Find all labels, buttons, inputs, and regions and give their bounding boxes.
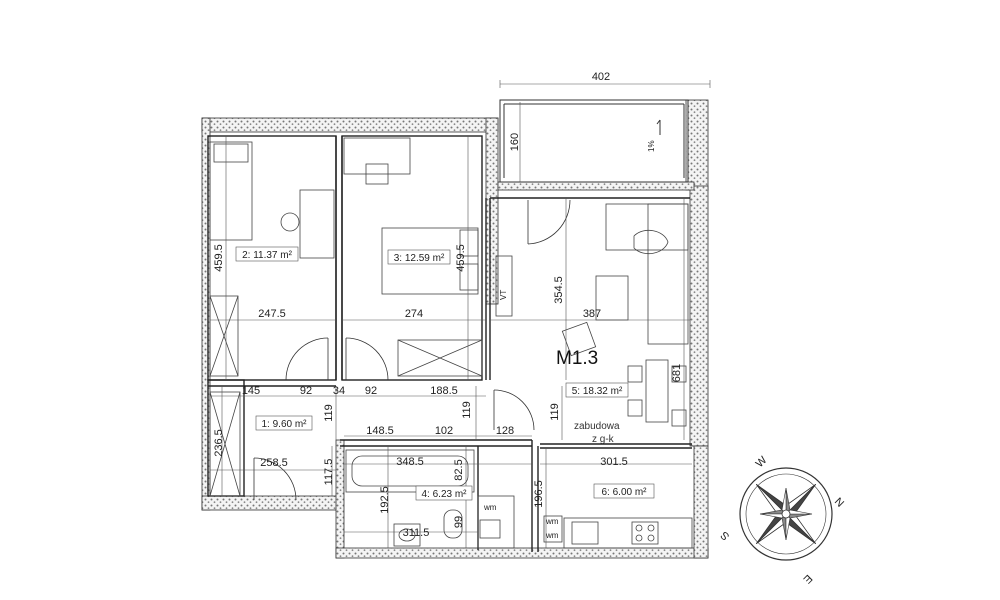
dim-r3-height: 459.5 xyxy=(455,244,467,272)
dim-k-196: 196.5 xyxy=(533,480,545,508)
dimension-lines xyxy=(210,80,711,548)
dim-r3-width: 274 xyxy=(405,308,423,320)
dim-bath-192: 192.5 xyxy=(379,486,391,514)
doors xyxy=(253,199,571,501)
armchair xyxy=(561,321,597,357)
dim-k-301: 301.5 xyxy=(600,456,628,468)
dim-bath-82: 82.5 xyxy=(453,459,465,480)
dim-hall-188: 188.5 xyxy=(430,385,458,397)
dim-r5-depth: 681 xyxy=(671,364,683,382)
compass-s: S xyxy=(718,529,732,543)
dimension-labels: 402 160 459.5 247.5 459.5 274 354.5 387 … xyxy=(213,71,683,539)
kitchen-counter xyxy=(563,517,693,549)
room-1-area: 1: 9.60 m² xyxy=(261,419,307,430)
dim-hall-119b: 119 xyxy=(461,401,473,419)
plan-notes: zabudowa z g-k VT 1% wm wm wm xyxy=(483,140,656,540)
dim-bath-311: 311.5 xyxy=(403,527,430,539)
dim-hall-119c: 119 xyxy=(549,403,561,421)
dim-hall-119a: 119 xyxy=(323,404,335,422)
toilet xyxy=(443,509,463,539)
dim-hall-92b: 92 xyxy=(365,385,377,397)
bathtub xyxy=(345,449,475,493)
dim-r1-height: 236.5 xyxy=(213,429,225,457)
washing-machine xyxy=(477,495,515,549)
wardrobe-room-2 xyxy=(209,295,239,377)
compass-n: N xyxy=(832,496,846,510)
dim-balcony-width: 402 xyxy=(592,71,610,83)
desk-room-3 xyxy=(343,137,411,175)
tv-unit xyxy=(495,255,513,317)
wardrobe-room-1 xyxy=(209,391,241,497)
note-slope: 1% xyxy=(647,140,656,152)
dim-r1-117: 117.5 xyxy=(323,459,335,486)
dim-hall-145: 145 xyxy=(242,385,260,397)
dining-table xyxy=(645,359,669,423)
room-area-texts: 2: 11.37 m² 3: 12.59 m² 1: 9.60 m² 5: 18… xyxy=(242,250,647,500)
dim-bath-148: 148.5 xyxy=(366,425,394,437)
dim-balcony-depth: 160 xyxy=(509,133,521,151)
room-3-area: 3: 12.59 m² xyxy=(394,253,445,264)
dim-r2-width: 247.5 xyxy=(258,308,286,320)
dim-bath-102: 102 xyxy=(435,425,453,437)
dim-bath-99: 99 xyxy=(453,516,465,528)
room-4-area: 4: 6.23 m² xyxy=(421,489,467,500)
room-6-area: 6: 6.00 m² xyxy=(601,487,647,498)
exterior-walls xyxy=(201,99,709,559)
desk-room-2 xyxy=(299,189,335,259)
unit-label: M1.3 xyxy=(556,348,598,369)
note-zabudowa: zabudowa xyxy=(574,421,620,432)
washbasin xyxy=(393,523,421,547)
balcony xyxy=(499,99,689,183)
room-areas xyxy=(235,246,655,501)
wardrobe-room-3 xyxy=(397,339,483,377)
room-2-area: 2: 11.37 m² xyxy=(242,250,293,261)
note-wm-1: wm xyxy=(483,503,497,512)
dim-bath-128: 128 xyxy=(496,425,514,437)
dim-hall-92a: 92 xyxy=(300,385,312,397)
dim-r5-width: 387 xyxy=(583,308,601,320)
note-vt: VT xyxy=(499,290,508,300)
note-wm-3: wm xyxy=(545,531,559,540)
bed-room-3 xyxy=(381,227,479,295)
dim-bath-348: 348.5 xyxy=(396,456,424,468)
dim-r2-height: 459.5 xyxy=(213,244,225,272)
sofa xyxy=(647,203,689,345)
furniture xyxy=(209,137,693,549)
compass-e: E xyxy=(801,572,815,586)
dim-r5-height: 354.5 xyxy=(553,276,565,304)
note-wm-2: wm xyxy=(545,517,559,526)
interior-walls xyxy=(207,135,692,552)
compass-w: W xyxy=(754,454,770,470)
compass-rose: W N E S xyxy=(718,454,846,586)
room-5-area: 5: 18.32 m² xyxy=(572,386,623,397)
dim-hall-34: 34 xyxy=(333,385,345,397)
dim-r1-width: 258.5 xyxy=(260,457,288,469)
note-zgk: z g-k xyxy=(592,434,615,445)
bed-room-2 xyxy=(209,141,253,241)
